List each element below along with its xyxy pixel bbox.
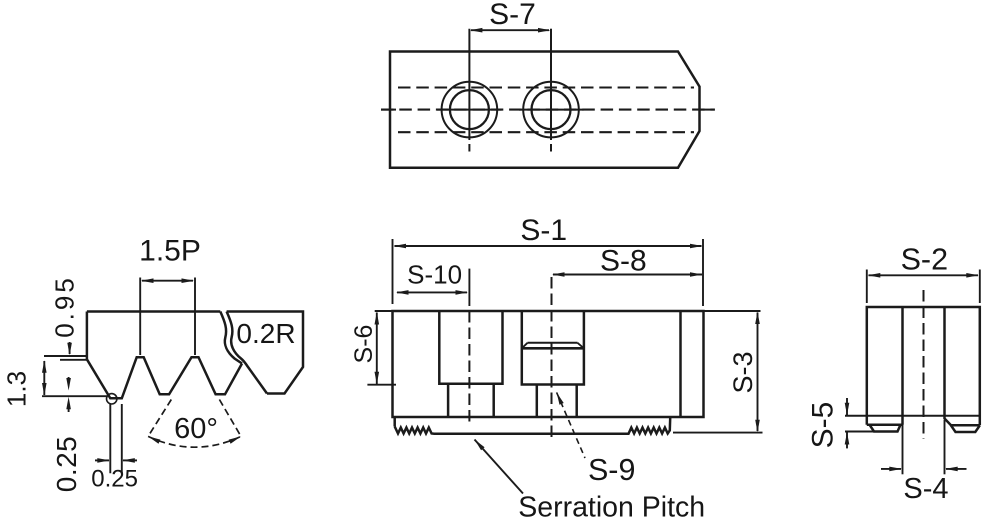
svg-text:S-10: S-10 [407, 260, 462, 290]
svg-text:1.3: 1.3 [1, 371, 31, 407]
svg-text:1.5P: 1.5P [139, 235, 201, 268]
svg-text:S-9: S-9 [588, 453, 635, 487]
svg-text:60°: 60° [174, 413, 218, 445]
svg-text:S-2: S-2 [901, 242, 948, 276]
svg-text:S-1: S-1 [520, 214, 567, 247]
svg-text:0.2R: 0.2R [236, 318, 295, 349]
svg-text:0.25: 0.25 [91, 466, 138, 493]
svg-text:S-8: S-8 [600, 245, 647, 278]
svg-text:S-5: S-5 [807, 402, 840, 449]
svg-text:S-6: S-6 [350, 325, 378, 364]
svg-text:S-4: S-4 [903, 473, 948, 505]
svg-text:S-7: S-7 [489, 0, 536, 31]
svg-text:S-3: S-3 [728, 351, 758, 393]
svg-text:0.95: 0.95 [50, 275, 80, 338]
svg-text:0.25: 0.25 [51, 436, 82, 493]
svg-text:Serration Pitch: Serration Pitch [518, 491, 705, 523]
